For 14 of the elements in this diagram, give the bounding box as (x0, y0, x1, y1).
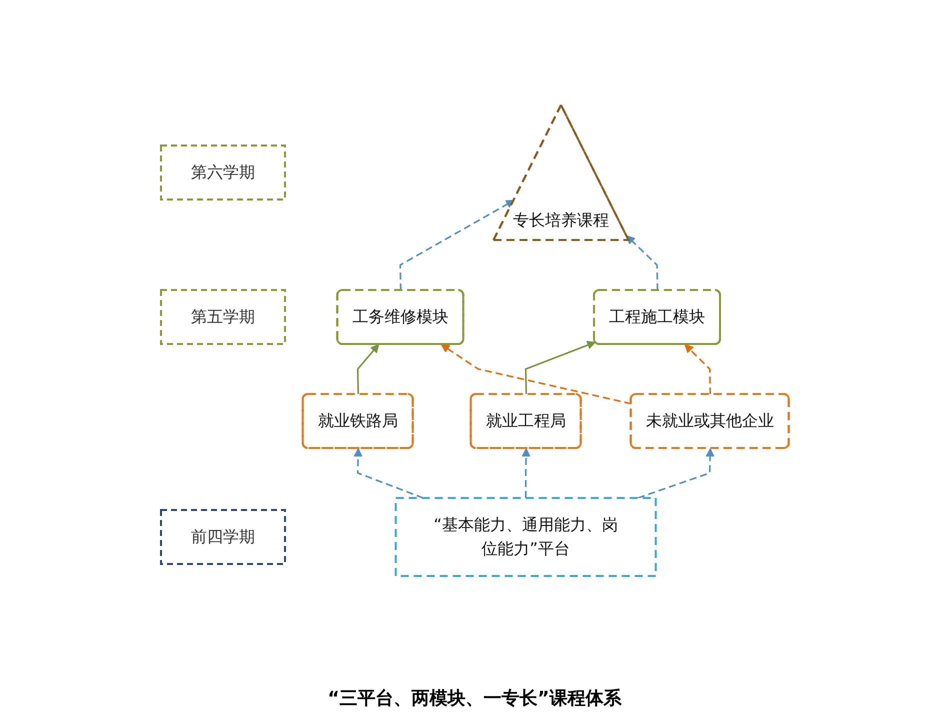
caption: “三平台、两模块、一专长”课程体系 (328, 687, 622, 710)
arrow (684, 344, 711, 394)
arrow (637, 448, 714, 498)
node-box: “基本能力、通用能力、岗位能力”平台 (394, 496, 656, 576)
node-box: 前四学期 (160, 508, 286, 564)
arrow (356, 344, 379, 394)
arrow (440, 344, 632, 404)
node-box: 第五学期 (160, 288, 286, 344)
arrow (399, 199, 514, 290)
arrow (521, 448, 530, 498)
arrow (353, 448, 424, 498)
arrow (626, 234, 658, 290)
arrow (524, 340, 596, 394)
node-box: 第六学期 (160, 144, 286, 200)
